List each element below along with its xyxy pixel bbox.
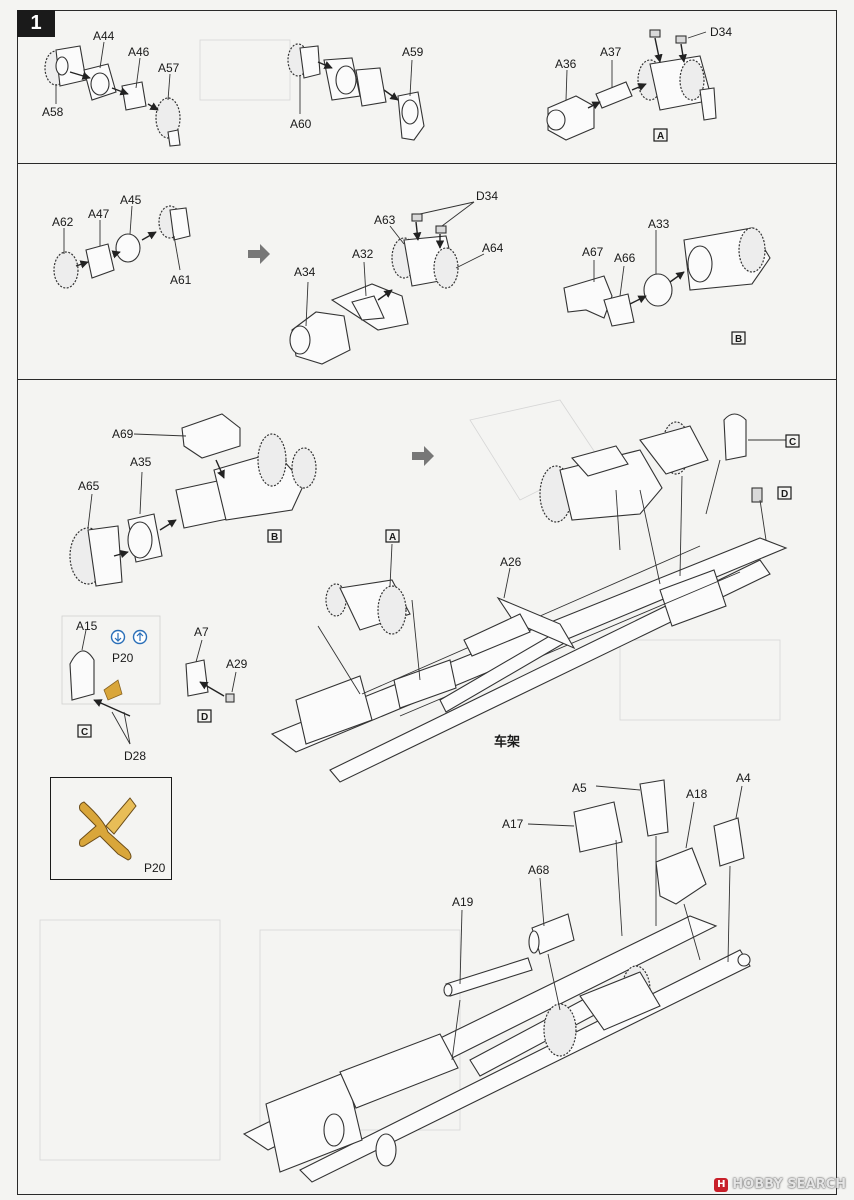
part-A47	[85, 243, 115, 279]
chassis-frame-rail-rear	[329, 559, 771, 783]
detail-label-P20: P20	[144, 861, 166, 875]
part-A67	[563, 275, 613, 319]
label-A4: A4	[736, 771, 751, 785]
photoetch-P20-detail	[79, 797, 137, 861]
label-A32: A32	[352, 247, 374, 261]
panel2-drawing	[53, 201, 771, 365]
next-step-arrow-1	[248, 244, 270, 264]
watermark-text: HOBBY SEARCH	[732, 1177, 846, 1192]
part-A15	[69, 650, 95, 701]
label-D34-1: D34	[710, 25, 732, 39]
label-A37: A37	[600, 45, 622, 59]
label-A33: A33	[648, 217, 670, 231]
ref-C-1: C	[81, 727, 88, 738]
label-A58: A58	[42, 105, 64, 119]
label-A44: A44	[93, 29, 115, 43]
label-A18: A18	[686, 787, 708, 801]
label-A17: A17	[502, 817, 524, 831]
ref-D-2: D	[781, 489, 788, 500]
label-A34: A34	[294, 265, 316, 279]
label-A26: A26	[500, 555, 522, 569]
step-number: 1	[30, 12, 42, 34]
label-A61: A61	[170, 273, 192, 287]
label-A15: A15	[76, 619, 98, 633]
ref-box-B-1	[731, 331, 746, 345]
label-A35: A35	[130, 455, 152, 469]
ref-B-2: B	[271, 532, 278, 543]
label-A69: A69	[112, 427, 134, 441]
label-A7: A7	[194, 625, 209, 639]
label-A63: A63	[374, 213, 396, 227]
label-A47: A47	[88, 207, 110, 221]
hub-part-2	[355, 67, 387, 107]
label-A57: A57	[158, 61, 180, 75]
ref-D-1: D	[201, 712, 208, 723]
step-panel-3	[17, 379, 837, 1195]
gear-part-A57	[155, 97, 181, 139]
step-number-tab: 1	[17, 10, 55, 37]
label-A62: A62	[52, 215, 74, 229]
label-D28: D28	[124, 749, 146, 763]
ref-box-C-2	[785, 434, 800, 448]
panel1-drawing	[44, 29, 717, 147]
part-A69	[181, 413, 241, 459]
next-step-arrow-2	[412, 446, 434, 466]
part-A7	[185, 659, 209, 697]
ref-B-1: B	[735, 334, 742, 345]
label-P20-small: P20	[112, 651, 134, 665]
label-A68: A68	[528, 863, 550, 877]
ref-box-B-2	[267, 529, 282, 543]
part-A29	[225, 693, 235, 703]
label-A65: A65	[78, 479, 100, 493]
chassis-label: 车架	[494, 734, 520, 750]
label-A60: A60	[290, 117, 312, 131]
part-C-on-frame	[723, 413, 747, 461]
label-A67: A67	[582, 245, 604, 259]
ref-box-A-1	[653, 128, 668, 142]
label-A66: A66	[614, 251, 636, 265]
ref-box-D-2	[777, 486, 792, 500]
part-A26	[496, 596, 576, 650]
label-A36: A36	[555, 57, 577, 71]
part-A33	[643, 273, 673, 307]
ref-A-1: A	[657, 131, 664, 142]
ref-box-D-1	[197, 709, 212, 723]
site-watermark: H HOBBY SEARCH	[714, 1177, 846, 1192]
label-A64: A64	[482, 241, 504, 255]
gear-part-A62	[53, 251, 79, 289]
ref-box-A-2	[385, 529, 400, 543]
part-A18	[655, 847, 707, 905]
label-A19: A19	[452, 895, 474, 909]
ref-box-C-1	[77, 724, 92, 738]
label-D34-2: D34	[476, 189, 498, 203]
part-D-on-frame	[751, 487, 763, 503]
ref-C-2: C	[789, 437, 796, 448]
part-A37	[595, 81, 633, 109]
part-A4	[713, 817, 745, 867]
part-A5	[639, 779, 669, 837]
hobby-search-logo-icon: H	[714, 1177, 729, 1192]
photoetch-detail-box	[50, 777, 172, 880]
part-labels: A44 A46 A57 A58 A59 A60 A36 A37 D34 A A6…	[42, 25, 796, 909]
part-A19	[445, 957, 533, 997]
part-A66	[603, 293, 635, 327]
label-A5: A5	[572, 781, 587, 795]
label-A29: A29	[226, 657, 248, 671]
part-A17	[573, 801, 623, 853]
part-P20-small	[103, 679, 123, 701]
label-A59: A59	[402, 45, 424, 59]
label-A46: A46	[128, 45, 150, 59]
ref-A-2: A	[389, 532, 396, 543]
gear-part-A64	[433, 247, 459, 289]
label-A45: A45	[120, 193, 142, 207]
panel3-drawing	[61, 413, 800, 1183]
part-A45	[115, 233, 141, 263]
part-A46	[121, 81, 147, 111]
